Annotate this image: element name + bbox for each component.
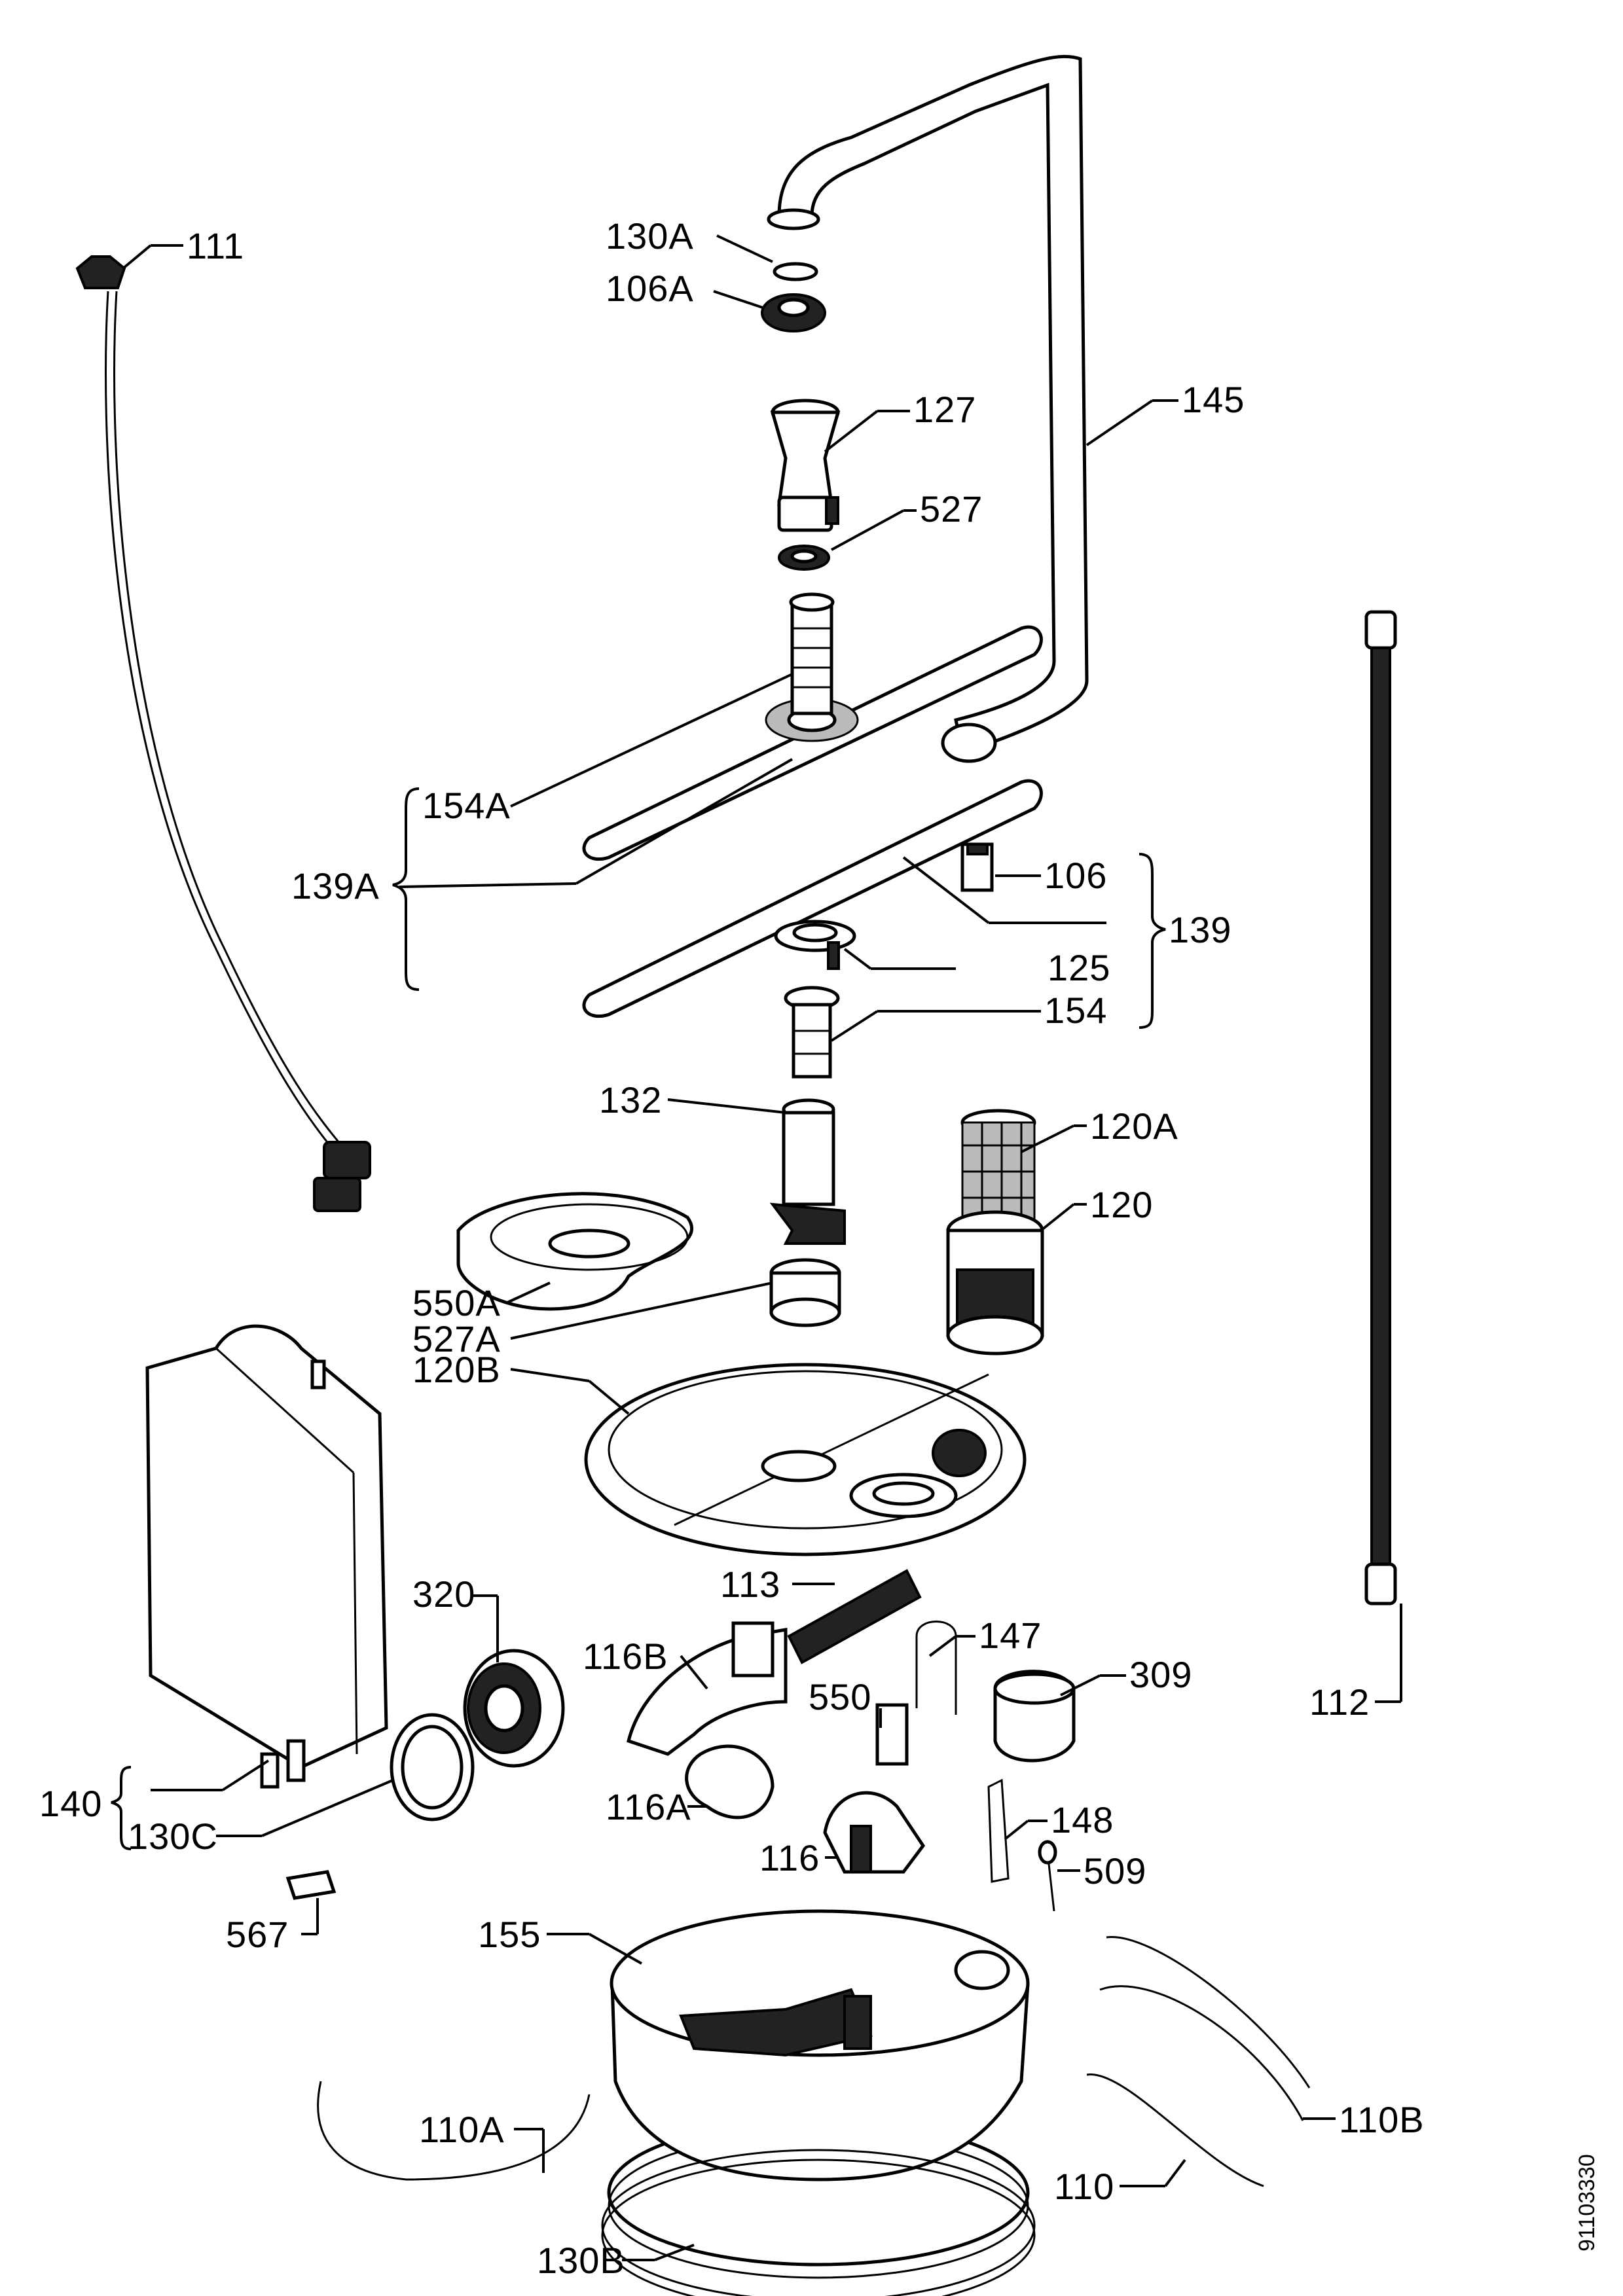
part-106A-nut (761, 293, 826, 332)
label-140: 140 (39, 1783, 102, 1824)
label-550: 550 (809, 1676, 871, 1717)
part-labels: 111 130A 106A 127 145 527 154A 139A 106 … (39, 215, 1599, 2281)
part-132-tube (769, 1098, 846, 1245)
label-509: 509 (1084, 1850, 1146, 1892)
part-116B-valve-body (627, 1621, 788, 1756)
part-139-lower-spray-arm (582, 779, 1043, 1018)
part-139A-upper-spray-arm (582, 592, 1043, 861)
label-139: 139 (1169, 909, 1231, 950)
part-113-pipe (787, 1569, 922, 1664)
part-320-cap (463, 1649, 565, 1768)
part-147-clip (915, 1621, 957, 1715)
label-139A: 139A (291, 865, 380, 906)
label-155: 155 (478, 1914, 541, 1955)
label-112: 112 (1309, 1681, 1370, 1723)
label-120B: 120B (412, 1349, 501, 1390)
part-116-valve (823, 1791, 926, 1874)
label-110: 110 (1054, 2166, 1114, 2207)
label-120: 120 (1090, 1184, 1153, 1225)
part-106-clip (960, 842, 994, 892)
document-number: 91103330 (1575, 2154, 1599, 2251)
part-120B-filter-plate (584, 1363, 1027, 1556)
label-106A: 106A (606, 268, 694, 309)
part-110B-hose (1099, 1936, 1311, 2121)
label-320: 320 (412, 1573, 475, 1615)
part-120-filter (946, 1210, 1044, 1355)
label-130A: 130A (606, 215, 694, 257)
label-309: 309 (1129, 1654, 1192, 1695)
label-116B: 116B (583, 1636, 668, 1677)
label-550A: 550A (412, 1282, 501, 1323)
label-127: 127 (913, 389, 976, 430)
label-111: 111 (187, 225, 244, 266)
part-112-drain-hose (1364, 610, 1397, 1605)
part-125-bearing (774, 920, 856, 970)
part-550-block (875, 1703, 909, 1766)
part-110-hose (1086, 2073, 1264, 2187)
part-111-inlet-hose (75, 255, 371, 1212)
part-550A-perforated-plate (456, 1192, 694, 1311)
label-527A: 527A (412, 1318, 501, 1359)
part-148-spring-clip (987, 1778, 1010, 1883)
label-147: 147 (979, 1615, 1042, 1656)
part-116A-flap (685, 1744, 775, 1820)
label-527: 527 (920, 488, 983, 529)
label-120A: 120A (1090, 1105, 1178, 1147)
label-567: 567 (226, 1914, 289, 1955)
label-154: 154 (1044, 990, 1107, 1031)
part-567-clip (285, 1870, 337, 1900)
label-130C: 130C (128, 1816, 218, 1857)
part-140-water-softener-tank (145, 1324, 388, 1789)
label-116A: 116A (606, 1786, 691, 1827)
label-113: 113 (720, 1564, 780, 1605)
part-110A-hose (317, 2081, 591, 2181)
part-309-cap (993, 1670, 1076, 1763)
label-116: 116 (759, 1837, 820, 1878)
label-154A: 154A (422, 785, 511, 826)
part-130A-o-ring (773, 262, 818, 281)
label-148: 148 (1051, 1799, 1114, 1840)
part-130C-gasket (390, 1713, 475, 1821)
part-155-sump (607, 1909, 1030, 2279)
part-154-hub (784, 986, 840, 1079)
label-132: 132 (599, 1079, 662, 1121)
label-130B: 130B (537, 2240, 625, 2281)
part-130B-gasket (601, 2149, 1036, 2296)
part-145-upper-pipe (767, 54, 1089, 763)
part-127-connector (770, 399, 841, 532)
label-110A: 110A (419, 2109, 505, 2150)
braces (111, 787, 1166, 1850)
part-527-washer (778, 545, 830, 571)
label-106: 106 (1044, 855, 1107, 896)
label-145: 145 (1182, 379, 1245, 420)
part-527A-nut (769, 1258, 841, 1327)
leader-lines (122, 234, 1402, 2261)
label-125: 125 (1048, 947, 1110, 988)
part-120A-micro-filter (960, 1109, 1036, 1222)
part-509-pin (1038, 1840, 1057, 1912)
label-110B: 110B (1339, 2099, 1425, 2140)
